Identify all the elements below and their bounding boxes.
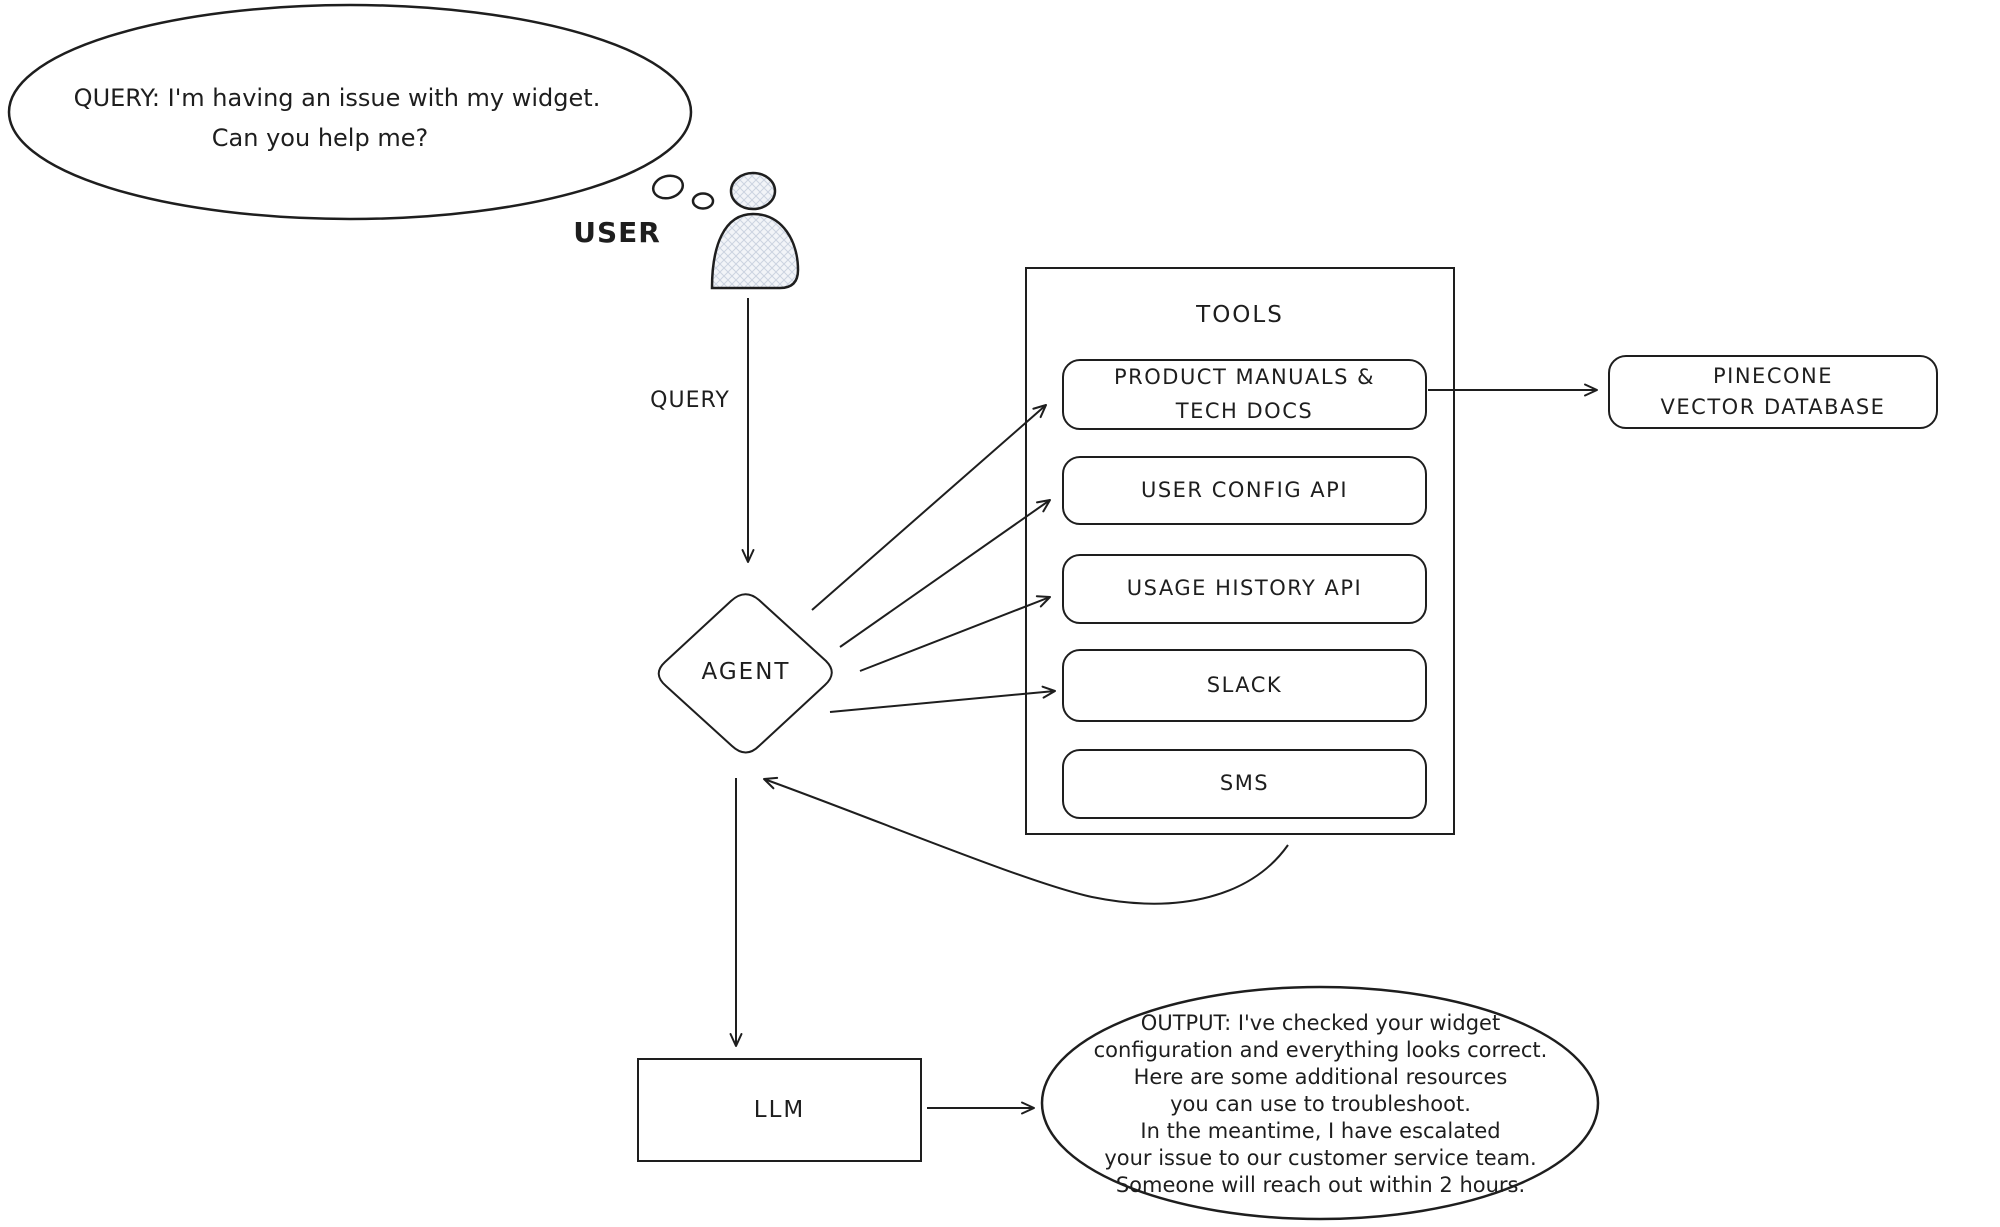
output-line: In the meantime, I have escalated — [1140, 1119, 1501, 1143]
tool-usage-history-api-label: USAGE HISTORY API — [1126, 576, 1363, 601]
agent-to-user-config-arrow — [839, 499, 1051, 648]
tool-user-config-api-label: USER CONFIG API — [1140, 477, 1349, 502]
agent-to-product-manuals-arrow — [811, 404, 1047, 611]
output-line: OUTPUT: I've checked your widget — [1140, 1011, 1501, 1035]
tool-sms: SMS — [1062, 749, 1427, 819]
pinecone-label-line2: VECTOR DATABASE — [1660, 395, 1886, 419]
user-label: USER — [573, 216, 661, 249]
tools-panel: TOOLS PRODUCT MANUALS & TECH DOCS USER C… — [1025, 267, 1455, 835]
tool-sms-label: SMS — [1219, 771, 1270, 796]
agent-diamond — [657, 593, 833, 754]
output-line: configuration and everything looks corre… — [1093, 1038, 1548, 1062]
tools-feedback-arrow — [763, 776, 1289, 905]
output-line: Here are some additional resources — [1133, 1065, 1508, 1089]
output-line: Someone will reach out within 2 hours. — [1115, 1173, 1526, 1197]
agent-to-slack-arrow — [829, 685, 1056, 713]
output-bubble-ellipse — [1040, 985, 1600, 1221]
thought-bubble — [7, 3, 715, 221]
tool-product-manuals-label: PRODUCT MANUALS & TECH DOCS — [1113, 364, 1375, 423]
thought-dot-small — [691, 192, 715, 210]
tools-panel-title: TOOLS — [1196, 302, 1284, 328]
pinecone-vector-database-node: PINECONE VECTOR DATABASE — [1608, 355, 1938, 429]
thought-dot-large — [651, 174, 685, 200]
agent-to-usage-history-arrow — [859, 595, 1051, 672]
pinecone-label-line1: PINECONE — [1712, 364, 1833, 388]
output-bubble-text: OUTPUT: I've checked your widget configu… — [1048, 1010, 1593, 1199]
llm-node: LLM — [637, 1058, 922, 1162]
output-line: your issue to our customer service team. — [1104, 1146, 1537, 1170]
thought-bubble-text-line2: Can you help me? — [211, 124, 429, 152]
tool-user-config-api: USER CONFIG API — [1062, 456, 1427, 525]
tool-usage-history-api: USAGE HISTORY API — [1062, 554, 1427, 624]
user-icon — [710, 171, 800, 290]
tool-slack: SLACK — [1062, 649, 1427, 722]
tool-slack-label: SLACK — [1206, 672, 1283, 697]
thought-bubble-text-line1: QUERY: I'm having an issue with my widge… — [73, 84, 601, 112]
llm-label: LLM — [753, 1097, 806, 1123]
tool-product-manuals: PRODUCT MANUALS & TECH DOCS — [1062, 359, 1427, 430]
query-arrow-label: QUERY — [650, 388, 730, 413]
output-line: you can use to troubleshoot. — [1170, 1092, 1471, 1116]
agent-label: AGENT — [701, 659, 791, 685]
